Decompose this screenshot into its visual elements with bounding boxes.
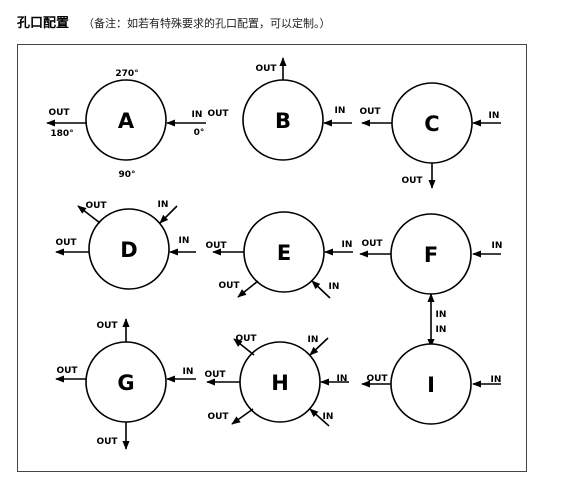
config-b [242,57,352,161]
config-h-in-label: IN [308,335,319,345]
angle-90-label: 90° [118,170,135,180]
config-f-in-label: IN [492,241,503,251]
config-e-letter: E [277,241,291,265]
connector-in-label: IN [436,310,447,320]
config-h-in-arrow [309,337,329,356]
port-diagram-svg: A B C D E F G H I 270° OUT 180° IN 0° 90… [46,57,503,450]
config-e-out-label: OUT [205,241,227,251]
config-d-in-arrow [159,205,178,224]
config-g [55,318,196,450]
config-b-out2-label: OUT [207,109,229,119]
config-e [212,211,353,299]
header: 孔口配置 （备注：如若有特殊要求的孔口配置，可以定制。） [17,12,331,34]
connector-in2-label: IN [436,325,447,335]
config-g-letter: G [117,371,134,395]
config-h [206,337,349,427]
config-e-in2-label: IN [329,282,340,292]
config-b-letter: B [275,109,291,133]
config-h-in3-arrow [309,408,330,427]
config-b-out-label: OUT [255,64,277,74]
config-a [46,79,206,161]
config-e-in2-arrow [311,280,331,299]
config-g-out3-label: OUT [96,437,118,447]
config-c-out-label: OUT [359,107,381,117]
customization-note: （备注：如若有特殊要求的孔口配置，可以定制。） [83,17,331,30]
angle-0-label: 0° [194,128,205,138]
config-h-out3-arrow [231,408,254,425]
config-d-out-label: OUT [85,201,107,211]
port-configuration-diagram: A B C D E F G H I 270° OUT 180° IN 0° 90… [17,44,527,472]
angle-180-label: 180° [50,129,73,139]
config-g-out-label: OUT [96,321,118,331]
config-h-out3-label: OUT [207,412,229,422]
config-h-in3-label: IN [323,412,334,422]
config-i [361,343,501,425]
config-b-in-label: IN [335,106,346,116]
config-c [361,82,501,189]
config-f-out-label: OUT [361,239,383,249]
config-h-letter: H [271,371,289,395]
config-e-out2-arrow [237,280,259,298]
config-d-in-label: IN [158,200,169,210]
config-d-out2-label: OUT [55,238,77,248]
config-h-out2-label: OUT [204,370,226,380]
config-f-letter: F [424,243,438,267]
config-e-out2-label: OUT [218,281,240,291]
config-c-in-label: IN [489,111,500,121]
config-h-in2-label: IN [337,374,348,384]
config-h-out-label: OUT [235,334,257,344]
config-a-out-label: OUT [48,108,70,118]
config-g-in-label: IN [183,367,194,377]
config-a-in-label: IN [192,110,203,120]
config-e-in-label: IN [342,240,353,250]
config-d-circle [88,208,170,290]
config-a-circle [85,79,167,161]
config-h-out2-arrow [233,338,255,356]
config-d-out2-arrow [77,205,101,224]
config-g-out2-label: OUT [56,366,78,376]
config-d [55,205,196,290]
config-d-letter: D [120,238,137,262]
config-i-in-label: IN [491,375,502,385]
config-d-in2-label: IN [179,236,190,246]
config-a-letter: A [118,109,135,133]
config-c-letter: C [424,112,439,136]
config-i-letter: I [427,373,435,397]
config-i-out-label: OUT [366,374,388,384]
config-c-out2-label: OUT [401,176,423,186]
page-title: 孔口配置 [17,16,70,31]
angle-270-label: 270° [115,69,138,79]
